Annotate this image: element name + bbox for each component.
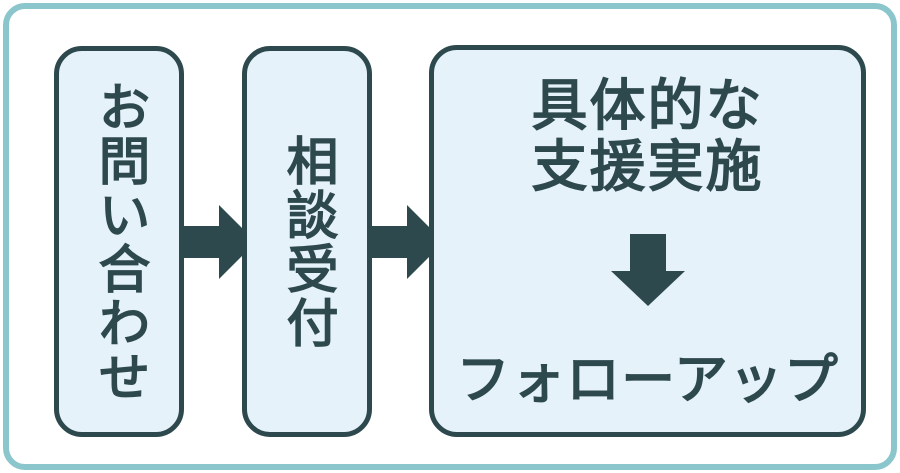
support-heading: 具体的な 支援実施 xyxy=(532,76,764,198)
right-arrow-icon xyxy=(182,205,256,279)
right-arrow-icon xyxy=(370,205,444,279)
down-arrow-icon xyxy=(610,234,685,306)
step-box-inquiry: お問い合わせ xyxy=(54,46,184,437)
step-box-consultation: 相談受付 xyxy=(242,46,372,437)
support-heading-line1: 具体的な xyxy=(531,74,764,139)
support-heading-line2: 支援実施 xyxy=(531,135,764,200)
outer-frame: お問い合わせ 相談受付 具体的な 支援実施 フォローアップ xyxy=(3,3,897,470)
step-label-consultation: 相談受付 xyxy=(277,133,337,350)
followup-label: フォローアップ xyxy=(456,348,839,411)
step-label-inquiry: お問い合わせ xyxy=(89,79,149,404)
step-box-support: 具体的な 支援実施 フォローアップ xyxy=(429,45,866,437)
